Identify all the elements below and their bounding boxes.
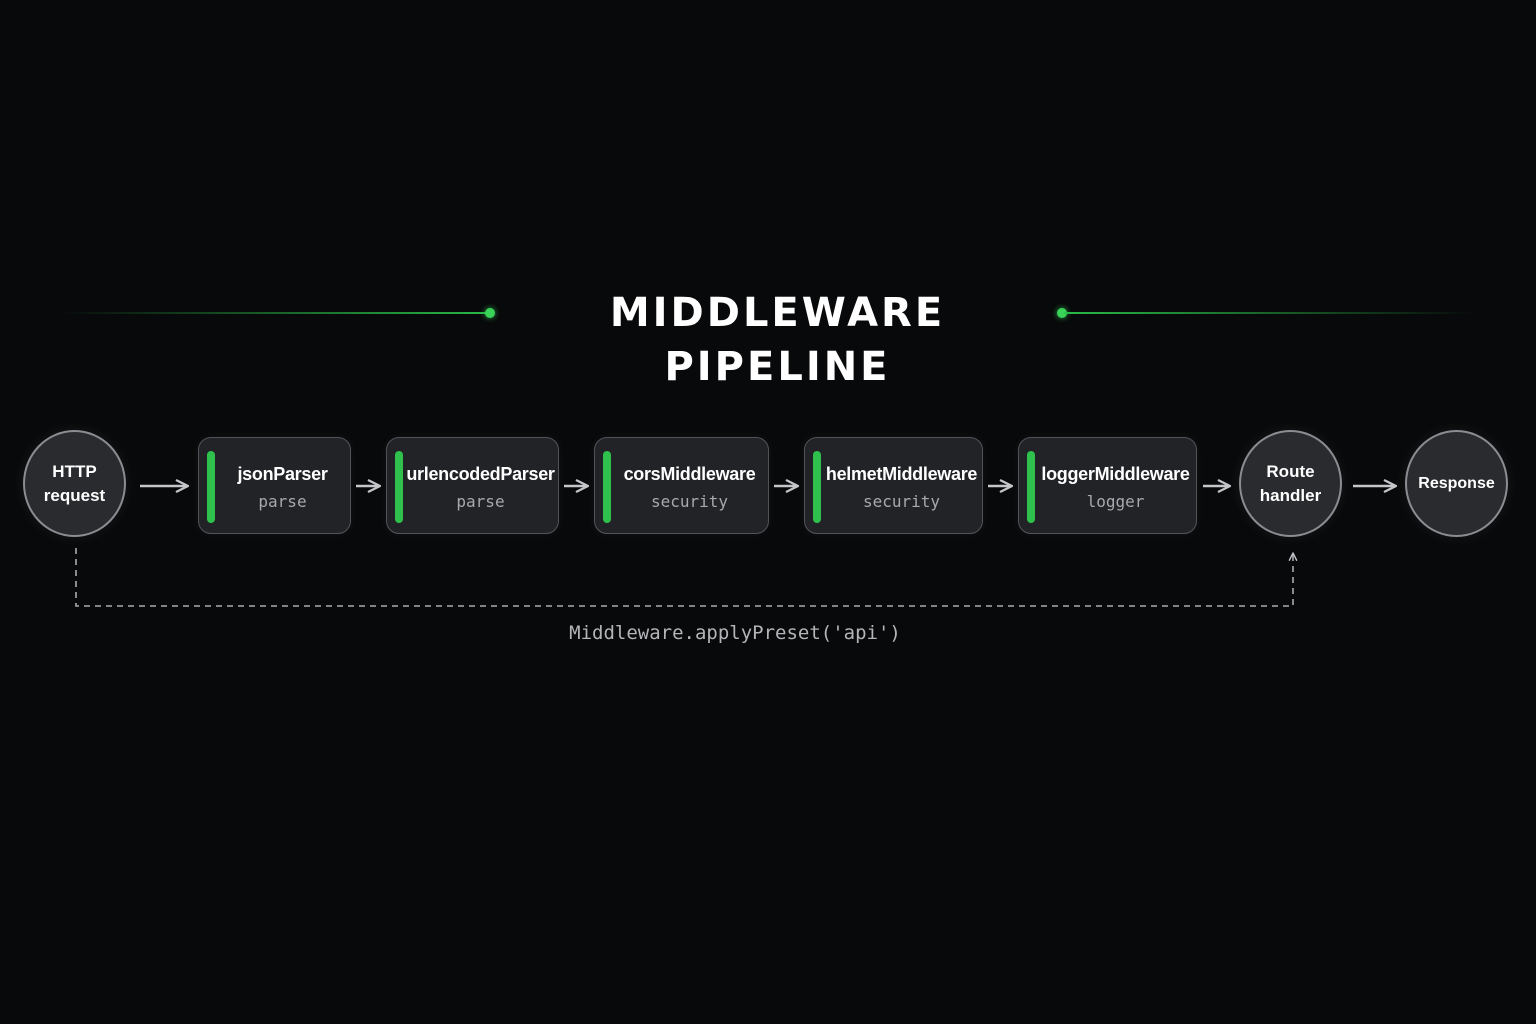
middleware-name: helmetMiddleware	[825, 464, 978, 484]
title-divider-right	[1064, 312, 1476, 314]
middleware-box: jsonParser parse	[198, 437, 351, 534]
middleware-name: jsonParser	[237, 464, 328, 484]
preset-label: Middleware.applyPreset('api')	[569, 622, 901, 644]
middleware-name: corsMiddleware	[623, 464, 756, 484]
middleware-accent-bar	[395, 451, 403, 523]
middleware-name: loggerMiddleware	[1041, 464, 1190, 484]
http-request-node: HTTP request	[23, 430, 126, 537]
diagram-title: MIDDLEWARE PIPELINE	[609, 290, 946, 390]
middleware-tag: parse	[456, 492, 505, 511]
route-handler-node: Route handler	[1239, 430, 1342, 537]
title-dot-left	[485, 308, 495, 318]
middleware-box: urlencodedParser parse	[386, 437, 559, 534]
middleware-tag: parse	[258, 492, 307, 511]
middleware-box: corsMiddleware security	[594, 437, 769, 534]
middleware-tag: security	[862, 492, 941, 511]
middleware-tag: security	[650, 492, 729, 511]
middleware-box: loggerMiddleware logger	[1018, 437, 1197, 534]
middleware-tag: logger	[1086, 492, 1145, 511]
middleware-accent-bar	[1027, 451, 1035, 523]
middleware-accent-bar	[813, 451, 821, 523]
middleware-accent-bar	[207, 451, 215, 523]
middleware-box: helmetMiddleware security	[804, 437, 983, 534]
title-row: MIDDLEWARE PIPELINE	[60, 286, 1476, 390]
title-divider-left	[60, 312, 492, 314]
middleware-accent-bar	[603, 451, 611, 523]
response-node: Response	[1405, 430, 1508, 537]
title-dot-right	[1057, 308, 1067, 318]
preset-bypass-dashed-path	[75, 548, 1298, 607]
middleware-name: urlencodedParser	[406, 464, 555, 484]
